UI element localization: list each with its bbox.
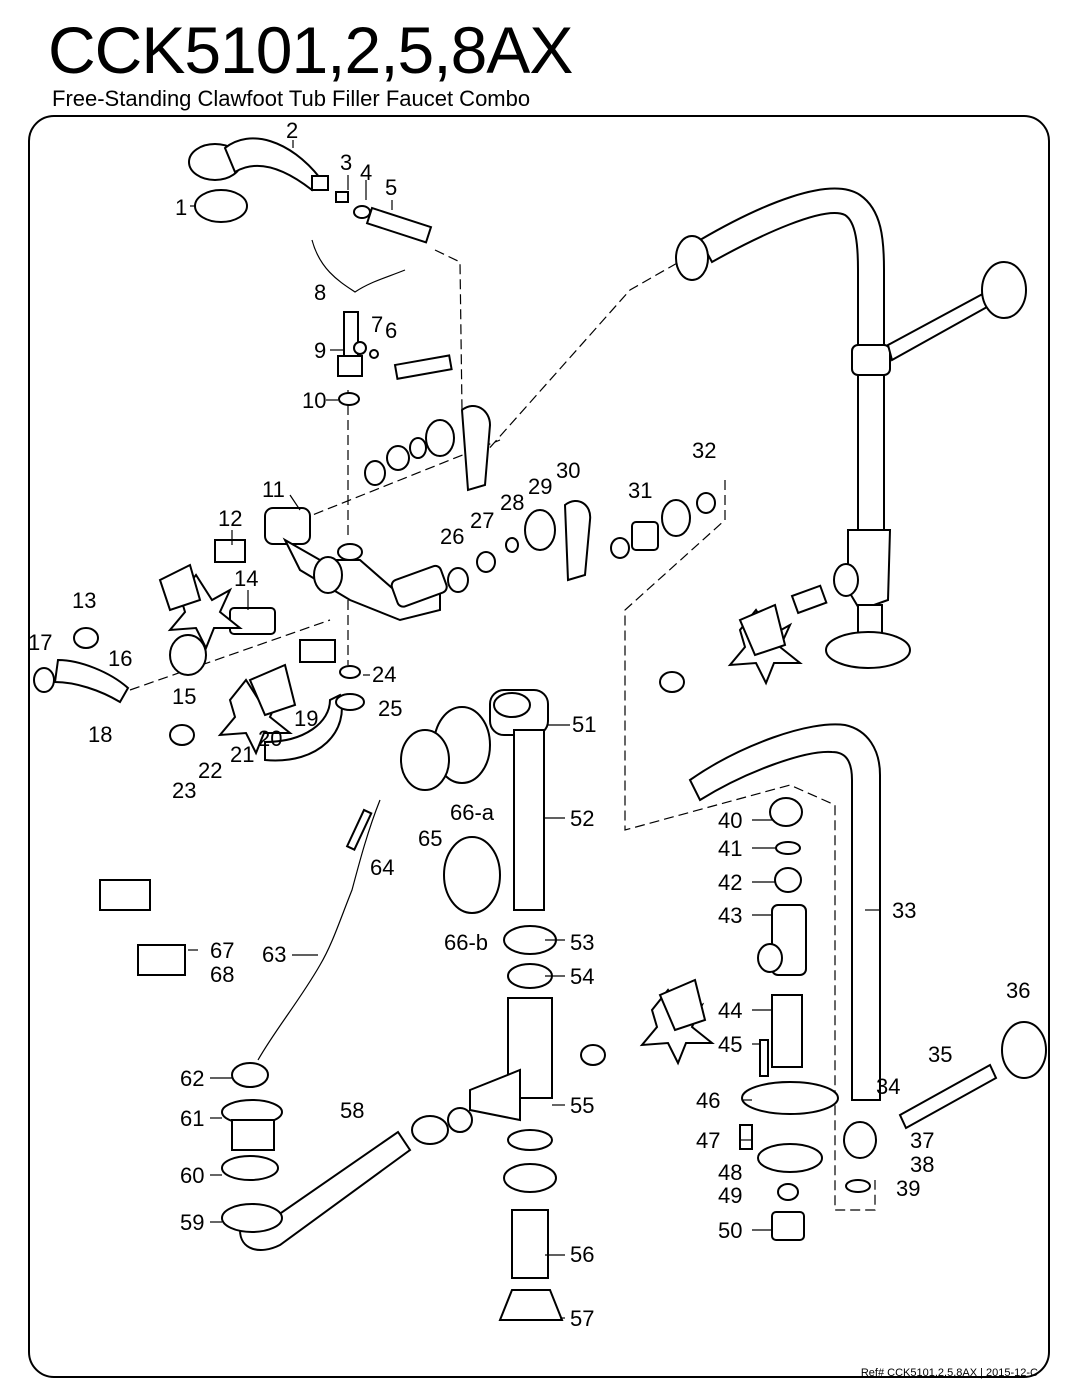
diagram-title: CCK5101,2,5,8AX — [48, 13, 573, 87]
valve-cartridge-parts — [364, 405, 716, 593]
part-label: 29 — [528, 474, 552, 499]
tub-supply-riser — [580, 723, 1047, 1241]
part-label: 26 — [440, 524, 464, 549]
part-label: 15 — [172, 684, 196, 709]
part-label: 10 — [302, 388, 326, 413]
part-label: 11 — [262, 477, 285, 502]
hand-shower — [188, 137, 433, 293]
part-label: 31 — [628, 478, 652, 503]
part-label: 59 — [180, 1210, 204, 1235]
part-label: 60 — [180, 1163, 204, 1188]
part-label: 12 — [218, 506, 242, 531]
cross-handles-left — [33, 563, 297, 756]
part-label: 9 — [314, 338, 326, 363]
part-label: 21 — [230, 742, 254, 767]
part-label: 18 — [88, 722, 112, 747]
part-label: 3 — [340, 150, 352, 175]
part-label: 38 — [910, 1152, 934, 1177]
part-label: 63 — [262, 942, 286, 967]
part-label: 65 — [418, 826, 442, 851]
part-label: 36 — [1006, 978, 1030, 1003]
part-label: 61 — [180, 1106, 204, 1131]
part-label: 35 — [928, 1042, 952, 1067]
tub-spout — [264, 665, 365, 762]
part-label: 54 — [570, 964, 594, 989]
part-label: 57 — [570, 1306, 594, 1331]
part-label: 20 — [258, 726, 282, 751]
diverter-assembly — [337, 311, 453, 406]
part-label: 1 — [175, 195, 187, 220]
part-label: 46 — [696, 1088, 720, 1113]
reference-number: Ref# CCK5101,2,5,8AX | 2015-12-C — [860, 1367, 1038, 1379]
part-label: 66-a — [450, 800, 495, 825]
part-label: 43 — [718, 903, 742, 928]
part-label: 7 — [371, 312, 383, 337]
part-label: 66-b — [444, 930, 488, 955]
part-label: 52 — [570, 806, 594, 831]
part-label: 14 — [234, 566, 258, 591]
part-label: 32 — [692, 438, 716, 463]
part-label: 24 — [372, 662, 396, 687]
diagram-frame — [28, 115, 1050, 1378]
part-label: 8 — [314, 280, 326, 305]
part-label: 19 — [294, 706, 318, 731]
shower-riser — [659, 187, 1027, 693]
part-label: 44 — [718, 998, 742, 1023]
part-label: 42 — [718, 870, 742, 895]
part-label: 56 — [570, 1242, 594, 1267]
part-label: 25 — [378, 696, 402, 721]
part-label: 45 — [718, 1032, 742, 1057]
part-label: 5 — [385, 175, 397, 200]
part-label: 30 — [556, 458, 580, 483]
part-label: 22 — [198, 758, 222, 783]
part-label: 68 — [210, 962, 234, 987]
part-label: 64 — [370, 855, 394, 880]
diagram-subtitle: Free-Standing Clawfoot Tub Filler Faucet… — [52, 86, 531, 111]
part-labels: 1 2 3 4 5 6 7 8 9 10 11 12 13 14 15 16 1… — [28, 118, 1030, 1331]
part-label: 37 — [910, 1128, 934, 1153]
overflow-drain — [99, 689, 564, 1321]
part-label: 50 — [718, 1218, 742, 1243]
part-label: 17 — [28, 630, 52, 655]
part-label: 62 — [180, 1066, 204, 1091]
part-label: 27 — [470, 508, 494, 533]
part-label: 41 — [718, 836, 742, 861]
part-label: 6 — [385, 318, 397, 343]
part-label: 51 — [572, 712, 596, 737]
part-label: 47 — [696, 1128, 720, 1153]
part-label: 39 — [896, 1176, 920, 1201]
faucet-body — [214, 507, 448, 663]
part-label: 33 — [892, 898, 916, 923]
part-label: 49 — [718, 1183, 742, 1208]
part-label: 40 — [718, 808, 742, 833]
part-label: 4 — [360, 160, 372, 185]
part-label: 48 — [718, 1160, 742, 1185]
part-label: 28 — [500, 490, 524, 515]
part-label: 16 — [108, 646, 132, 671]
part-label: 53 — [570, 930, 594, 955]
part-label: 13 — [72, 588, 96, 613]
part-label: 34 — [876, 1074, 900, 1099]
part-label: 55 — [570, 1093, 594, 1118]
part-label: 67 — [210, 938, 234, 963]
part-label: 2 — [286, 118, 298, 143]
leader-lines — [188, 140, 880, 1319]
part-label: 23 — [172, 778, 196, 803]
part-label: 58 — [340, 1098, 364, 1123]
